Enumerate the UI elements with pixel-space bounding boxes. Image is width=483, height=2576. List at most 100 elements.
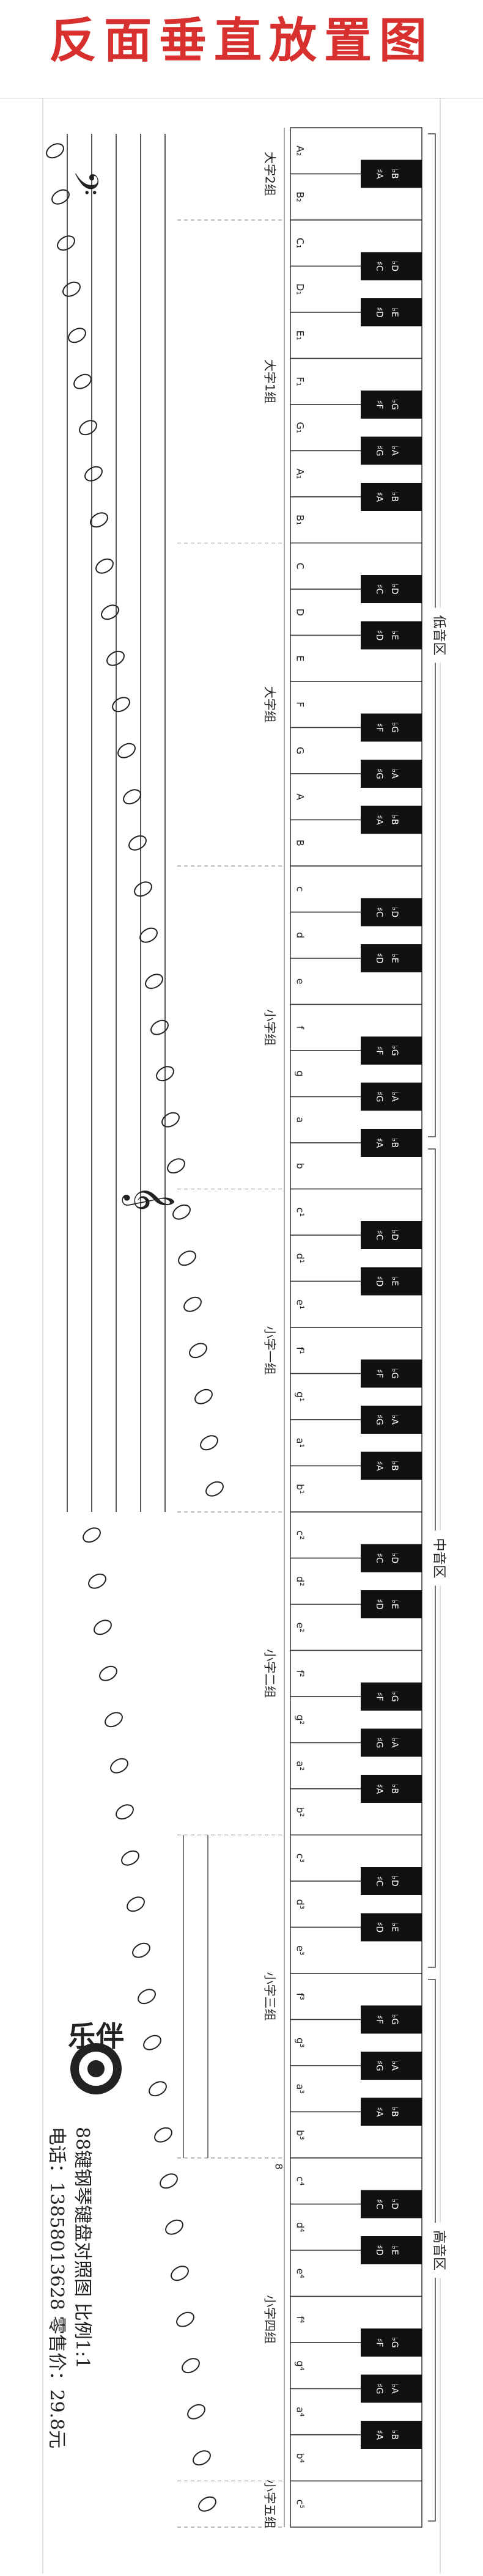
black-key xyxy=(361,760,422,788)
black-key-sharp-label: ♯D xyxy=(374,2245,384,2256)
note-head xyxy=(150,1019,169,1035)
note-head xyxy=(200,1435,218,1451)
black-key xyxy=(361,391,422,419)
black-key-flat-label: ♭A xyxy=(389,446,399,456)
register-label-bg xyxy=(431,607,446,663)
white-key-label: c² xyxy=(295,1530,306,1539)
white-key-label: e⁴ xyxy=(295,2269,306,2278)
white-key-label: A₁ xyxy=(295,469,306,479)
black-key xyxy=(361,2097,422,2126)
black-key-flat-label: ♭A xyxy=(389,2061,399,2071)
black-key-sharp-label: ♯A xyxy=(374,1138,384,1148)
note-head xyxy=(205,1481,224,1497)
black-key-sharp-label: ♯A xyxy=(374,1784,384,1794)
black-key xyxy=(361,2374,422,2403)
note-head xyxy=(57,235,75,251)
black-key xyxy=(361,252,422,281)
treble-clef: 𝄞 xyxy=(122,1185,175,1211)
white-key xyxy=(290,1511,422,1559)
black-key-sharp-label: ♯A xyxy=(374,2430,384,2440)
white-key-label: A₂ xyxy=(295,145,306,156)
note-head xyxy=(73,373,92,389)
white-key-label: a¹ xyxy=(295,1438,306,1448)
black-key-sharp-label: ♯A xyxy=(374,169,384,179)
white-key-label: g³ xyxy=(295,2038,306,2048)
black-key-sharp-label: ♯C xyxy=(374,907,384,917)
white-key-label: c xyxy=(295,886,306,892)
black-key xyxy=(361,713,422,742)
black-key-sharp-label: ♯C xyxy=(374,261,384,271)
white-key-label: e¹ xyxy=(295,1299,306,1309)
black-key-sharp-label: ♯F xyxy=(374,1369,384,1378)
white-key-label: A xyxy=(295,793,306,800)
note-head xyxy=(145,974,163,989)
octave-label: 小字组 xyxy=(263,1009,278,1046)
black-key-sharp-label: ♯G xyxy=(374,2060,384,2071)
note-head xyxy=(139,927,158,943)
black-key-sharp-label: ♯C xyxy=(374,584,384,595)
white-key xyxy=(290,2480,422,2528)
black-key-sharp-label: ♯C xyxy=(374,1876,384,1887)
register-label: 高音区 xyxy=(431,2230,446,2270)
black-key-flat-label: ♭A xyxy=(389,1415,399,1425)
white-key-label: c⁵ xyxy=(295,2500,306,2509)
black-key xyxy=(361,1775,422,1803)
note-head xyxy=(83,1527,101,1543)
black-key-sharp-label: ♯G xyxy=(374,768,384,779)
black-key xyxy=(361,1544,422,1572)
note-head xyxy=(88,1573,106,1589)
note-head xyxy=(171,2266,189,2281)
page-title: 反面垂直放置图 xyxy=(48,13,434,68)
black-key xyxy=(361,1590,422,1618)
note-head xyxy=(167,1158,185,1174)
black-key xyxy=(361,160,422,188)
note-head xyxy=(161,1112,180,1128)
black-key-flat-label: ♭B xyxy=(389,2430,399,2440)
note-head xyxy=(165,2219,183,2235)
white-key-label: c³ xyxy=(295,1854,306,1863)
white-key-label: c¹ xyxy=(295,1208,306,1217)
white-key-label: B₁ xyxy=(295,515,306,525)
ottava-mark: 8 xyxy=(273,2163,285,2170)
black-key-flat-label: ♭B xyxy=(389,169,399,178)
black-key-flat-label: ♭B xyxy=(389,815,399,824)
black-key-flat-label: ♭G xyxy=(389,1691,399,1701)
white-key-label: f xyxy=(295,1026,306,1029)
black-key xyxy=(361,483,422,511)
black-key xyxy=(361,2236,422,2264)
black-key-flat-label: ♭B xyxy=(389,1784,399,1794)
white-key-label: C₁ xyxy=(295,238,306,249)
note-head xyxy=(149,2081,167,2097)
note-head xyxy=(172,1204,191,1220)
black-key-flat-label: ♭A xyxy=(389,769,399,779)
black-key xyxy=(361,2052,422,2080)
white-key-label: b¹ xyxy=(295,1484,306,1494)
note-head xyxy=(121,1850,139,1866)
keyboard-chart: A₂B₂C₁D₁E₁F₁G₁A₁B₁CDEFGABcdefgabc¹d¹e¹f¹… xyxy=(42,98,446,2574)
black-key-sharp-label: ♯C xyxy=(374,2199,384,2209)
logo-graphic: 乐伴 xyxy=(68,2020,124,2094)
black-key xyxy=(361,2328,422,2357)
white-key-label: c⁴ xyxy=(295,2176,306,2185)
note-head xyxy=(46,143,64,159)
white-key-label: B xyxy=(295,840,306,846)
note-head xyxy=(194,1389,213,1404)
white-key-label: E xyxy=(295,655,306,661)
black-key-sharp-label: ♯D xyxy=(374,630,384,641)
black-key-sharp-label: ♯C xyxy=(374,1553,384,1563)
note-head xyxy=(116,1804,134,1820)
black-key-flat-label: ♭D xyxy=(389,1876,399,1886)
octave-label: 小字五组 xyxy=(263,2479,278,2528)
note-head xyxy=(160,2173,178,2189)
note-head xyxy=(68,328,86,343)
note-head xyxy=(112,697,130,713)
black-key xyxy=(361,1451,422,1480)
black-key-flat-label: ♭E xyxy=(389,1277,399,1286)
white-key-label: D₁ xyxy=(295,284,306,295)
black-key xyxy=(361,1913,422,1942)
register-label-bg xyxy=(431,1530,446,1586)
note-head xyxy=(183,1296,202,1312)
black-key-sharp-label: ♯G xyxy=(374,1414,384,1425)
octave-label: 大字2组 xyxy=(263,152,278,196)
black-key-sharp-label: ♯D xyxy=(374,1922,384,1933)
